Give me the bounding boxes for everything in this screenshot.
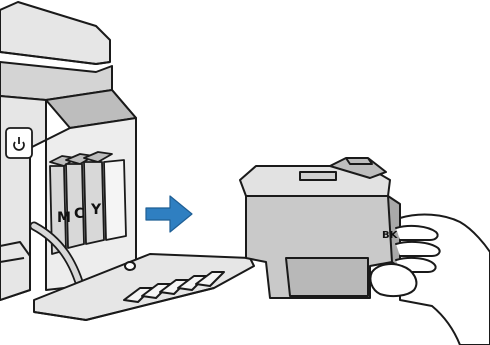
empty-black-slot [104, 160, 126, 240]
slot-label-magenta: M [57, 210, 71, 226]
cartridge-label-bk: BK [382, 230, 399, 241]
removal-arrow-icon [146, 196, 192, 232]
power-button [6, 128, 32, 158]
paper-tray [0, 242, 30, 300]
slot-label-yellow: Y [90, 202, 102, 218]
slot-label-cyan: C [74, 206, 84, 222]
installed-cartridges [50, 152, 126, 254]
